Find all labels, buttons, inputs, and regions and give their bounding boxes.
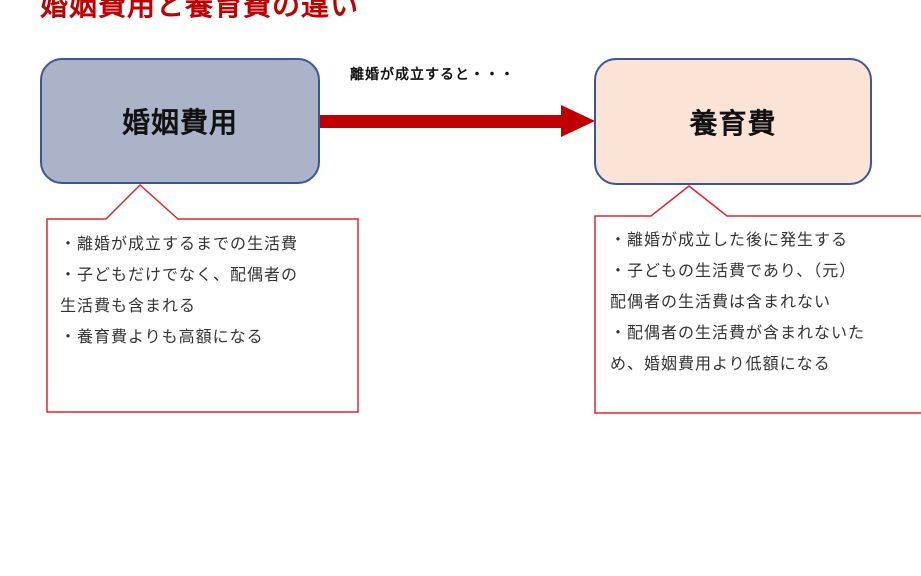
left-callout-line: 生活費も含まれる xyxy=(60,296,197,315)
child-support-box: 養育費 xyxy=(594,58,872,185)
diagram-title: 婚姻費用と養育費の違い xyxy=(40,0,360,22)
left-callout-line: ・子どもだけでなく、配偶者の xyxy=(60,265,299,284)
right-callout-line: ・離婚が成立した後に発生する xyxy=(610,230,849,249)
left-callout-line: ・養育費よりも高額になる xyxy=(60,327,264,346)
marital-cost-box: 婚姻費用 xyxy=(40,58,320,184)
transition-arrow-head xyxy=(561,105,595,137)
right-callout-line: ・配偶者の生活費が含まれないた xyxy=(610,323,866,342)
right-callout-line: ・子どもの生活費であり、（元） xyxy=(610,261,857,280)
right-callout-line: 配偶者の生活費は含まれない xyxy=(610,292,832,311)
right-callout-shape xyxy=(594,185,921,414)
right-callout-line: め、婚姻費用より低額になる xyxy=(610,354,831,373)
left-callout-shape xyxy=(46,183,359,413)
arrow-label: 離婚が成立すると・・・ xyxy=(350,67,515,83)
right-callout-text: ・離婚が成立した後に発生する ・子どもの生活費であり、（元） 配偶者の生活費は含… xyxy=(610,224,865,379)
transition-arrow-shaft xyxy=(320,115,563,128)
left-callout-text: ・離婚が成立するまでの生活費 ・子どもだけでなく、配偶者の 生活費も含まれる ・… xyxy=(60,228,298,352)
left-callout-line: ・離婚が成立するまでの生活費 xyxy=(60,234,299,253)
